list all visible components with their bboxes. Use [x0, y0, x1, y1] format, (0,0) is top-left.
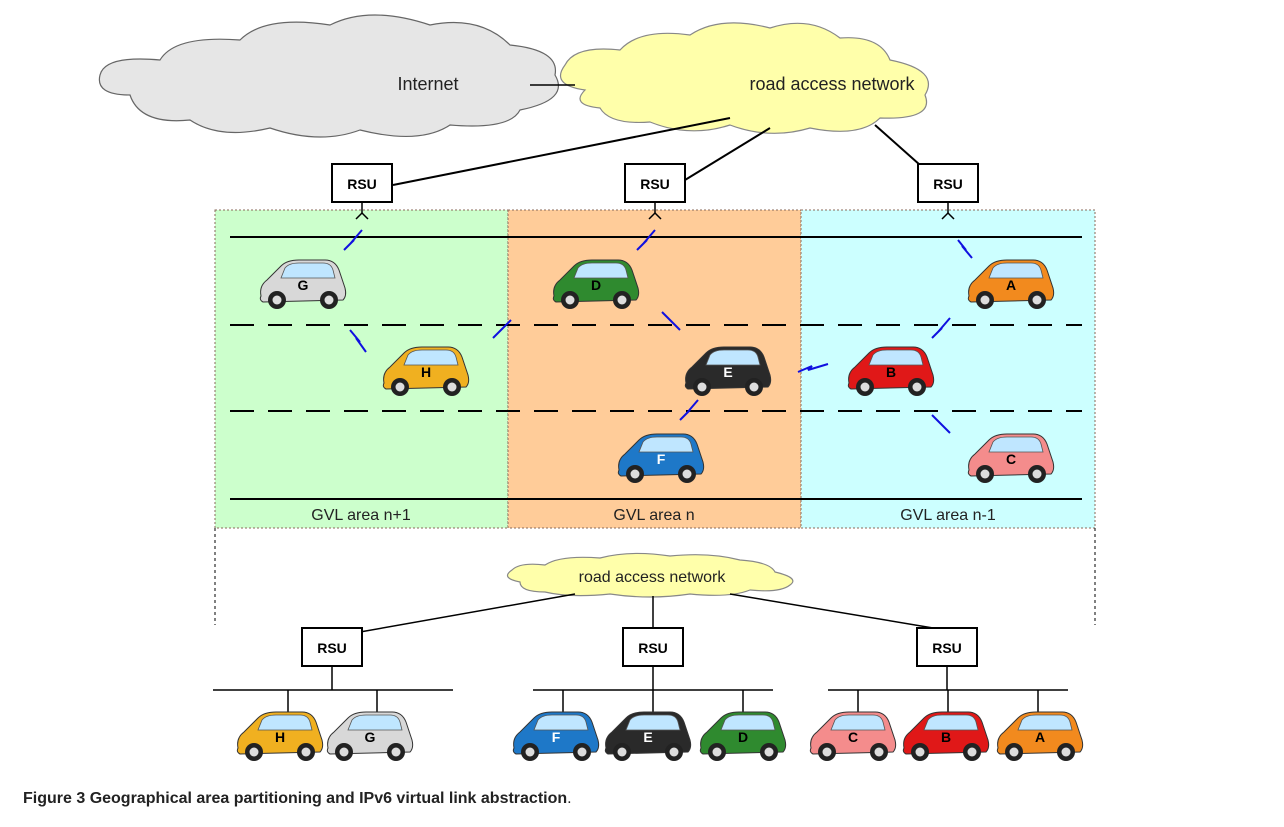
rsu-top-left: RSU	[331, 163, 393, 220]
wireless-bolts	[343, 229, 973, 434]
car-H-label: H	[421, 364, 431, 380]
rsu-top-right: RSU	[917, 163, 979, 220]
figure-title: Geographical area partitioning and IPv6 …	[89, 790, 568, 807]
car-A-label: A	[1035, 729, 1045, 745]
rsu-label: RSU	[638, 640, 668, 656]
car-C-label: C	[848, 729, 858, 745]
figure-number: Figure 3	[23, 790, 86, 807]
internet-cloud: Internet	[98, 14, 560, 138]
car-E-label: E	[723, 364, 732, 380]
rsu-label: RSU	[640, 176, 670, 192]
car-G-label: G	[298, 277, 309, 293]
car-B-bottom: B	[902, 711, 990, 762]
wireless-icon	[661, 311, 681, 331]
car-A-top: A	[967, 259, 1055, 310]
wireless-icon	[343, 229, 363, 251]
rsu-label: RSU	[932, 640, 962, 656]
rsu-top-mid: RSU	[624, 163, 686, 220]
car-A-bottom: A	[996, 711, 1084, 762]
car-B-label: B	[886, 364, 896, 380]
car-H-bottom: H	[236, 711, 324, 762]
gvl-area-n-minus-1	[800, 209, 1096, 529]
car-D-bottom: D	[699, 711, 787, 762]
link-bottom-rsu-right	[729, 593, 946, 631]
road-access-network-cloud-top: road access network	[560, 22, 930, 134]
link-bottom-rsu-left	[359, 593, 576, 633]
link-road-rsu-mid	[684, 127, 771, 181]
road-access-network-cloud-bottom: road access network	[506, 552, 794, 598]
car-G-label: G	[365, 729, 376, 745]
rsu-bottom-right: RSU	[916, 627, 978, 690]
wireless-icon	[636, 229, 656, 251]
area-label-n-minus-1: GVL area n-1	[900, 507, 996, 524]
car-H-top: H	[382, 346, 470, 397]
wireless-icon	[931, 414, 951, 434]
car-B-top: B	[847, 346, 935, 397]
wireless-icon	[349, 329, 367, 353]
car-F-bottom: F	[512, 711, 600, 762]
wireless-icon	[492, 319, 512, 339]
car-C-bottom: C	[809, 711, 897, 762]
internet-label: Internet	[397, 74, 458, 94]
area-label-n: GVL area n	[613, 507, 694, 524]
area-label-n-plus-1: GVL area n+1	[311, 507, 411, 524]
rsu-bottom-mid: RSU	[622, 627, 684, 690]
car-A-label: A	[1006, 277, 1016, 293]
car-E-bottom: E	[604, 711, 692, 762]
car-C-label: C	[1006, 451, 1016, 467]
car-H-label: H	[275, 729, 285, 745]
car-B-label: B	[941, 729, 951, 745]
road-access-network-label-top: road access network	[749, 74, 915, 94]
rsu-bottom-left: RSU	[301, 627, 363, 690]
car-C-top: C	[967, 433, 1055, 484]
car-F-top: F	[617, 433, 705, 484]
rsu-label: RSU	[317, 640, 347, 656]
wireless-icon	[679, 399, 699, 421]
rsu-label: RSU	[933, 176, 963, 192]
car-D-label: D	[738, 729, 748, 745]
car-G-bottom: G	[326, 711, 414, 762]
car-E-label: E	[643, 729, 652, 745]
rsu-label: RSU	[347, 176, 377, 192]
caption-period: .	[567, 790, 572, 807]
car-E-top: E	[684, 346, 772, 397]
wireless-icon	[931, 317, 951, 339]
car-F-label: F	[552, 729, 561, 745]
car-G-top: G	[259, 259, 347, 310]
wireless-icon	[797, 363, 829, 373]
car-D-top: D	[552, 259, 640, 310]
link-road-rsu-right	[874, 124, 921, 166]
figure-caption: Figure 3 Geographical area partitioning …	[23, 790, 572, 808]
car-F-label: F	[657, 451, 666, 467]
car-D-label: D	[591, 277, 601, 293]
wireless-icon	[957, 239, 973, 259]
link-road-rsu-left	[392, 117, 731, 186]
bus-drops	[287, 690, 1039, 712]
road-access-network-label-bottom: road access network	[579, 569, 727, 586]
